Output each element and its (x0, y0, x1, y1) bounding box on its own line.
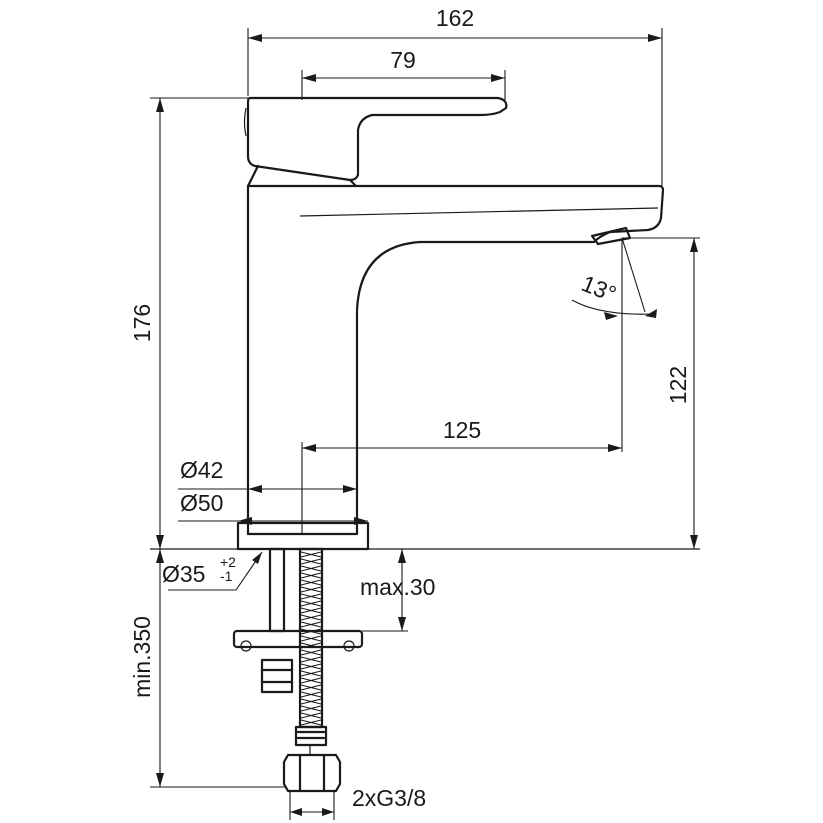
label-hole-tolerance-minus: -1 (220, 568, 233, 584)
label-lever-length: 79 (390, 47, 416, 73)
fixing-hole-right (343, 640, 355, 652)
threaded-rod (268, 547, 286, 633)
lever-handle (246, 96, 508, 182)
connection-nut (282, 753, 342, 793)
hose-fitting (294, 725, 328, 747)
label-hole-tolerance-plus: +2 (220, 554, 236, 570)
label-spout-reach: 125 (443, 417, 481, 443)
label-spout-height: 122 (665, 366, 691, 404)
dimension-lines (150, 28, 700, 820)
spout-crease (299, 207, 659, 217)
label-hole-diameter: Ø35 (162, 561, 205, 587)
base-plate (236, 521, 370, 551)
label-connection-thread: 2xG3/8 (352, 785, 426, 811)
fixing-nut (260, 658, 294, 694)
fixing-hole-left (240, 640, 252, 652)
label-min-hose-length: min.350 (129, 616, 155, 698)
hose-braiding (300, 551, 322, 726)
label-overall-width: 162 (436, 5, 474, 31)
label-overall-height: 176 (129, 304, 155, 342)
dimension-labels: 162 79 176 13° 122 125 Ø42 Ø50 Ø35 +2 -1… (129, 5, 691, 811)
label-body-diameter-base: Ø50 (180, 490, 223, 516)
fixing-plate (232, 629, 364, 649)
faucet-outline (150, 96, 700, 551)
label-body-diameter-top: Ø42 (180, 457, 223, 483)
faucet-body (246, 184, 665, 536)
label-max-deck-thickness: max.30 (360, 574, 435, 600)
mounting-assembly (232, 547, 364, 793)
label-spout-angle: 13° (578, 270, 620, 307)
cartridge-collar (246, 164, 358, 188)
lever-notch (243, 107, 247, 137)
